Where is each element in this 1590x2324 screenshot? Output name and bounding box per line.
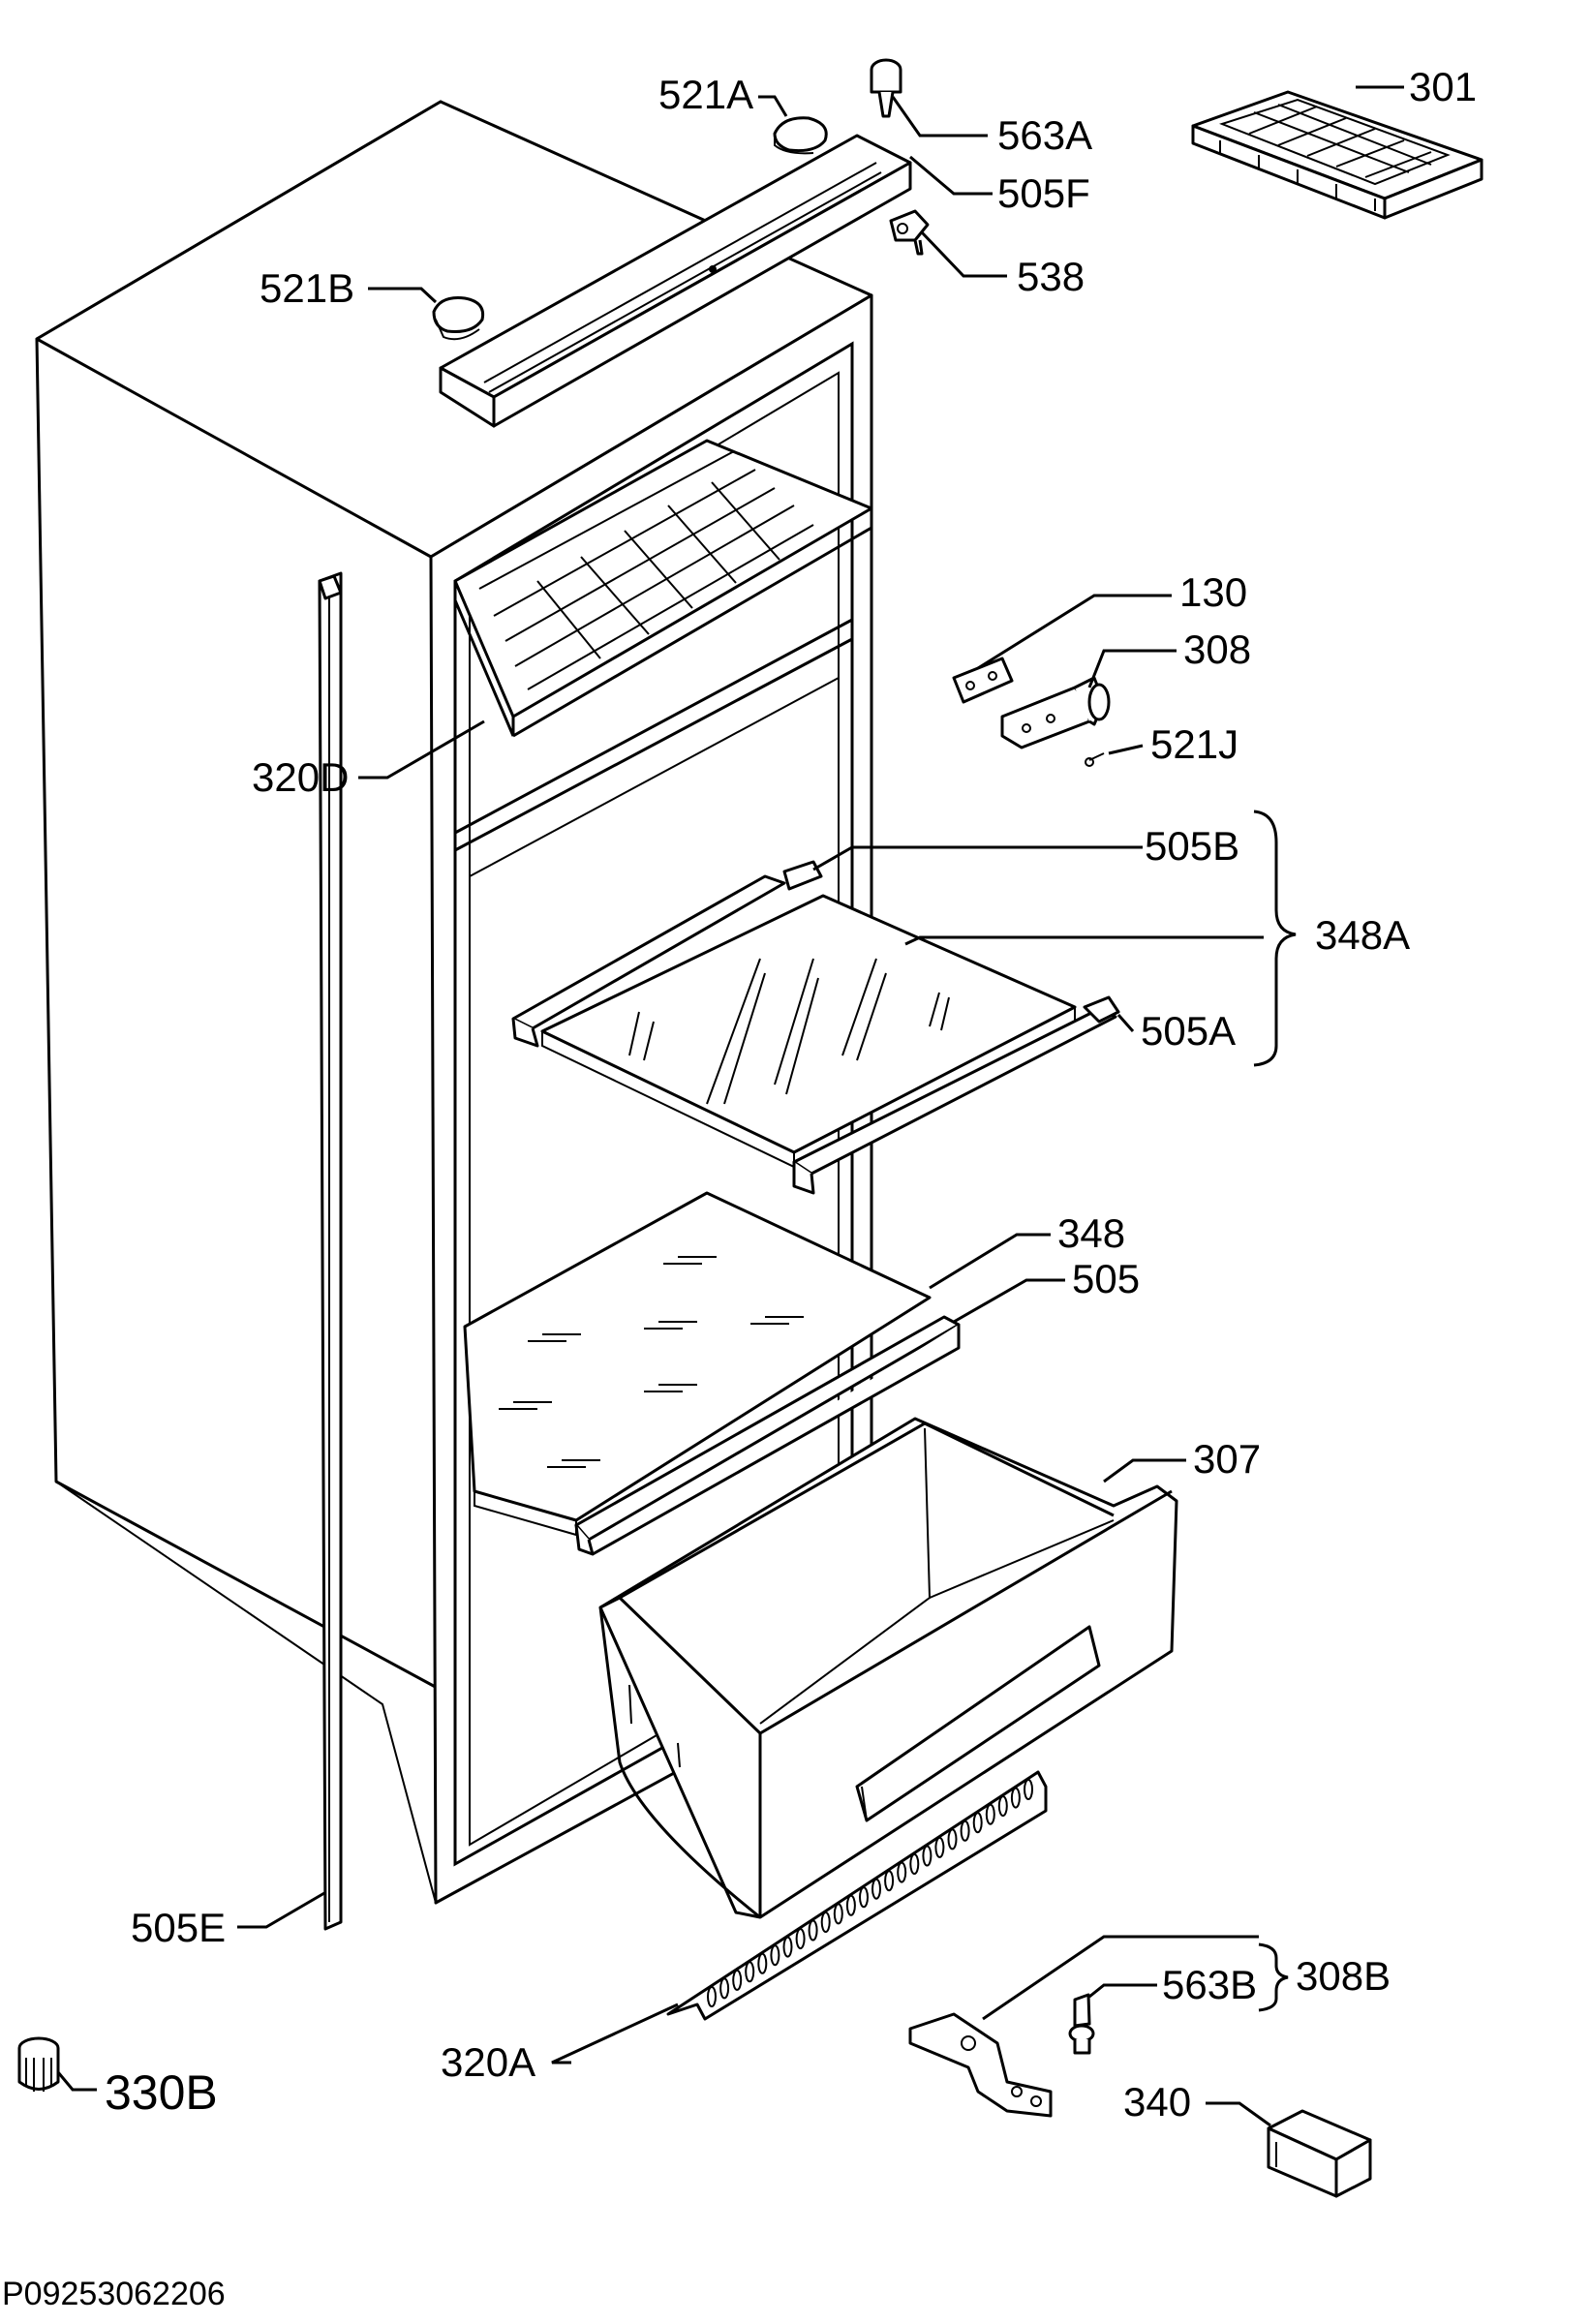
label-340: 340 <box>1123 2079 1191 2125</box>
screw-521j <box>1085 752 1105 767</box>
glass-shelf-348a <box>511 860 1120 1195</box>
bottom-hinge-308b <box>908 2012 1053 2118</box>
drawing-code: P09253062206 <box>2 2276 226 2312</box>
freezer-wire-shelf <box>453 439 873 738</box>
label-308: 308 <box>1183 627 1251 672</box>
grille-slot <box>795 1928 806 1950</box>
hinge-plate-130 <box>952 657 1014 704</box>
grille-slot <box>997 1795 1008 1818</box>
grille-slot <box>909 1853 920 1875</box>
grille-slot <box>947 1828 958 1850</box>
grille-slot <box>820 1911 831 1933</box>
label-505: 505 <box>1072 1256 1140 1301</box>
label-505b: 505B <box>1145 823 1239 869</box>
grille-slot <box>745 1961 755 1983</box>
grille-slot <box>922 1845 933 1867</box>
grille-slot <box>884 1870 895 1892</box>
cap-521b <box>432 296 485 341</box>
grille-slot <box>782 1936 793 1958</box>
part-labels: 521A 563A 301 505F 538 521B 130 308 521J… <box>105 64 1477 2125</box>
grille-slot <box>1010 1787 1021 1809</box>
grille-slot <box>859 1886 869 1909</box>
trim-strip-505 <box>574 1315 961 1556</box>
cover-block-340 <box>1267 2109 1372 2198</box>
ice-tray <box>1191 90 1483 220</box>
label-521j: 521J <box>1150 721 1238 767</box>
label-330b: 330B <box>105 2065 218 2120</box>
label-307: 307 <box>1193 1436 1261 1482</box>
label-521a: 521A <box>658 72 753 117</box>
label-521b: 521B <box>260 265 354 311</box>
label-320a: 320A <box>441 2039 535 2085</box>
cap-521a <box>773 116 828 155</box>
grille-slot <box>897 1861 907 1883</box>
grille-slot <box>960 1819 970 1842</box>
grille-slot <box>833 1903 843 1925</box>
top-hinge-bar <box>439 134 912 428</box>
screw-563b <box>1068 1993 1095 2055</box>
label-130: 130 <box>1179 569 1247 615</box>
pin-538 <box>889 209 930 256</box>
label-301: 301 <box>1409 64 1477 109</box>
knob-330b <box>17 2036 60 2092</box>
leader-lines <box>56 85 1404 2127</box>
grille-slot <box>770 1944 780 1967</box>
glass-plate-348 <box>463 1191 932 1537</box>
label-505a: 505A <box>1141 1008 1236 1054</box>
grille-slot <box>707 1986 717 2007</box>
hinge-308 <box>1000 676 1111 749</box>
crisper-drawer-307 <box>598 1417 1178 1919</box>
label-563b: 563B <box>1162 1962 1257 2007</box>
screw-563a <box>870 58 902 118</box>
label-538: 538 <box>1017 254 1085 299</box>
grille-slot <box>871 1878 881 1900</box>
ventilation-grille-320a <box>666 1770 1048 2021</box>
label-348a: 348A <box>1315 912 1410 958</box>
grille-slot <box>972 1812 983 1834</box>
grille-slot <box>808 1919 818 1942</box>
label-308b: 308B <box>1296 1953 1391 1999</box>
grille-slot <box>845 1894 856 1916</box>
label-505f: 505F <box>997 170 1090 216</box>
label-320d: 320D <box>252 754 349 800</box>
grille-slot <box>757 1952 768 1974</box>
label-348: 348 <box>1057 1210 1125 1256</box>
grille-slot <box>934 1836 945 1858</box>
label-505e: 505E <box>131 1905 226 1950</box>
grille-slot <box>985 1803 995 1825</box>
grille-slot <box>1024 1779 1033 1800</box>
grille-slot <box>719 1977 730 2000</box>
grille-slot <box>732 1969 743 1991</box>
label-563a: 563A <box>997 112 1092 158</box>
